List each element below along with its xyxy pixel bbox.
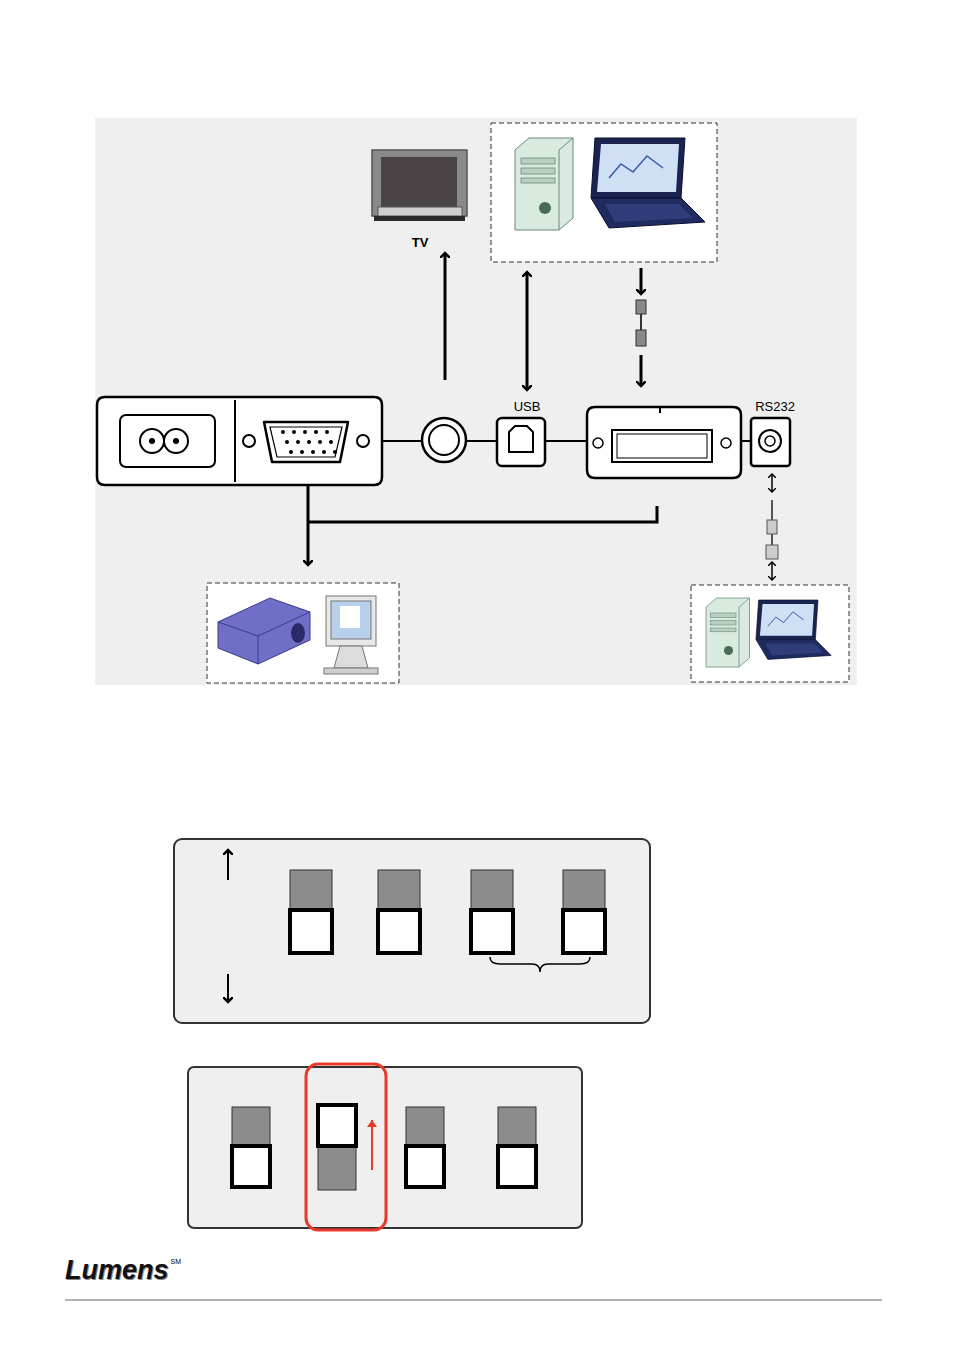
vga-pin — [285, 440, 289, 444]
switch-slot — [563, 870, 605, 910]
switch-slot — [232, 1107, 270, 1146]
vga-pin — [311, 450, 315, 454]
brand-logo: Lumens — [65, 1257, 169, 1284]
vga-pin — [292, 430, 296, 434]
vga-pin — [314, 430, 318, 434]
port-label: USB — [514, 400, 541, 413]
vga-pin — [333, 450, 337, 454]
switch-knob — [406, 1146, 444, 1187]
switch-knob — [498, 1146, 536, 1187]
device-label: TV — [412, 236, 429, 249]
vga-pin — [307, 440, 311, 444]
switch-knob — [563, 910, 605, 953]
vga-pin — [325, 430, 329, 434]
vga-pin — [329, 440, 333, 444]
switch-slot — [290, 870, 332, 910]
switch-knob — [471, 910, 513, 953]
vga-pin — [300, 450, 304, 454]
switch-slot — [406, 1107, 444, 1146]
vga-pin — [303, 430, 307, 434]
switch-knob — [318, 1105, 356, 1146]
switch-knob — [378, 910, 420, 953]
switch-slot — [318, 1146, 356, 1190]
port-label: RS232 — [755, 400, 795, 413]
switch-knob — [232, 1146, 270, 1187]
switch-slot — [378, 870, 420, 910]
switch-slot — [498, 1107, 536, 1146]
vga-pin — [289, 450, 293, 454]
switch-slot — [471, 870, 513, 910]
vga-pin — [281, 430, 285, 434]
vga-pin — [318, 440, 322, 444]
service-mark: SM — [171, 1258, 182, 1265]
vga-pin — [322, 450, 326, 454]
vga-pin — [296, 440, 300, 444]
switch-knob — [290, 910, 332, 953]
